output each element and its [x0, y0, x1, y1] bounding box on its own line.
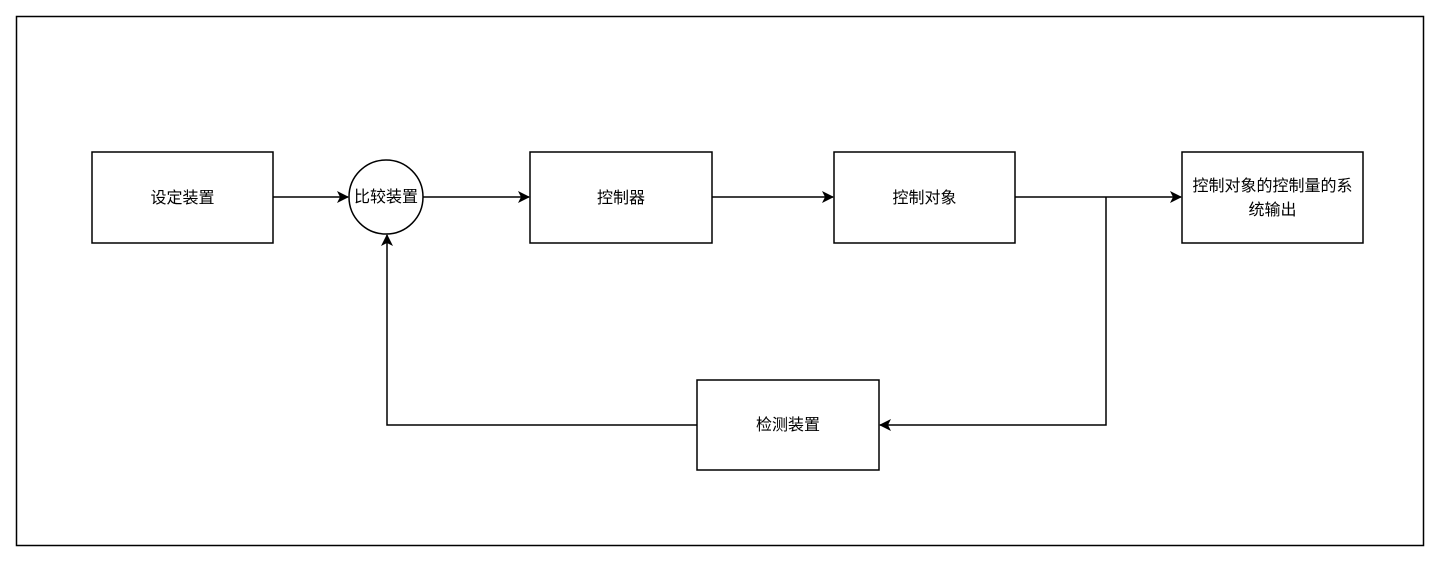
arrow-sensor-to-comparator: [381, 234, 697, 426]
setpoint-label: 设定装置: [150, 187, 215, 207]
comparator-label: 比较装置: [353, 187, 418, 206]
sensor-block: [696, 379, 880, 471]
output-label: 控制对象的控制量的系统输出: [1192, 175, 1353, 219]
output-block: [1181, 151, 1364, 244]
setpoint-block: [91, 151, 274, 244]
plant-block: [833, 151, 1016, 244]
controller-label: 控制器: [596, 187, 645, 207]
controller-block: [529, 151, 713, 244]
sensor-label: 检测装置: [755, 415, 820, 434]
arrow-output-to-sensor: [879, 197, 1107, 431]
plant-label: 控制对象: [892, 187, 957, 207]
diagram-frame: [15, 15, 1425, 547]
